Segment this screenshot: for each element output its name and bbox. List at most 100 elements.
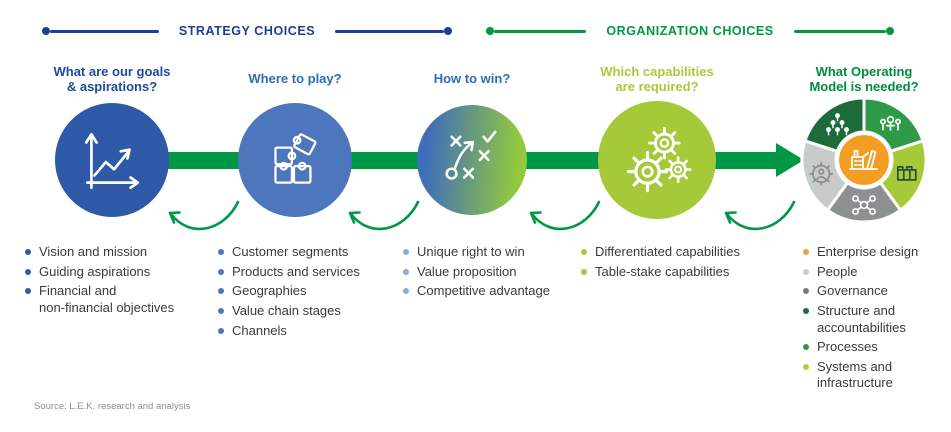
bullet-list-operating-model: Enterprise design People Governance Stru…: [803, 244, 951, 395]
strategy-choices-band: STRATEGY CHOICES: [42, 24, 452, 38]
list-item: Enterprise design: [803, 244, 951, 261]
bullet-dot: [25, 249, 31, 255]
strategy-choices-title: STRATEGY CHOICES: [178, 24, 316, 38]
list-item: Unique right to win: [403, 244, 581, 261]
bullet-dot: [25, 288, 31, 295]
bullet-dot: [218, 307, 224, 314]
stage-question-goals: What are our goals & aspirations?: [53, 63, 171, 94]
bullet-text: Enterprise design: [817, 244, 919, 259]
bullet-dot: [581, 249, 587, 255]
line-chart-icon: [84, 132, 140, 190]
list-item: Geographies: [218, 283, 388, 300]
bullet-text: Geographies: [232, 283, 307, 299]
feedback-loop-arrow: [348, 200, 420, 231]
list-item: Structure and accountabilities: [803, 303, 951, 336]
band-line: [50, 29, 159, 33]
list-item: Guiding aspirations: [25, 264, 201, 281]
stage-question-how-to-win: How to win?: [433, 71, 511, 87]
bullet-text: Processes: [817, 339, 878, 355]
gears-icon: [626, 126, 692, 193]
bullet-text: Systems and infrastructure: [817, 358, 893, 391]
building-icon: [896, 166, 917, 181]
bullet-dot: [218, 288, 224, 295]
stage-circle-where-to-play: [238, 103, 352, 217]
people-icon: [880, 115, 901, 131]
bullet-text: Value proposition: [417, 263, 517, 279]
bullet-dot: [803, 249, 809, 255]
bullet-text: Customer segments: [232, 244, 349, 259]
list-item: Financial and non-financial objectives: [25, 283, 201, 316]
stage-question-where-to-play: Where to play?: [248, 71, 342, 87]
bullet-dot: [403, 268, 409, 275]
list-item: People: [803, 264, 951, 281]
bullet-dot: [403, 288, 409, 295]
bullet-dot: [218, 249, 224, 255]
bullet-dot: [403, 249, 409, 255]
bullet-list-capabilities: Differentiated capabilities Table-stake …: [581, 244, 783, 283]
org-chart-people-icon: [826, 113, 849, 136]
bullet-text: Structure and accountabilities: [817, 302, 906, 335]
band-line: [335, 29, 444, 33]
bullet-dot: [803, 288, 809, 295]
bullet-text: Value chain stages: [232, 302, 341, 318]
band-line: [494, 29, 587, 33]
stage-circle-how-to-win: [417, 105, 527, 215]
stage-question-operating-model: What Operating Model is needed?: [809, 63, 919, 94]
bullet-dot: [803, 363, 809, 370]
operating-model-wheel-icon: [800, 96, 928, 224]
list-item: Products and services: [218, 264, 388, 281]
list-item: Channels: [218, 323, 388, 340]
list-item: Processes: [803, 339, 951, 356]
strategy-playbook-icon: [445, 130, 497, 180]
bullet-text: Unique right to win: [417, 244, 525, 259]
bullet-text: Table-stake capabilities: [595, 263, 730, 279]
organization-choices-title: ORGANIZATION CHOICES: [606, 24, 774, 38]
bullet-dot: [803, 344, 809, 351]
bullet-text: Guiding aspirations: [39, 263, 151, 279]
feedback-loop-arrow: [529, 200, 601, 231]
list-item: Vision and mission: [25, 244, 201, 261]
bullet-dot: [581, 268, 587, 275]
wheel-center: [836, 132, 892, 188]
bullet-text: Products and services: [232, 263, 360, 279]
list-item: Value proposition: [403, 264, 581, 281]
feedback-loop-arrow: [724, 200, 796, 231]
network-icon: [852, 195, 876, 215]
list-item: Customer segments: [218, 244, 388, 261]
stage-question-capabilities: Which capabilities are required?: [600, 63, 714, 94]
band-end-dot: [444, 27, 452, 35]
band-end-dot: [42, 27, 50, 35]
bullet-dot: [218, 327, 224, 334]
bullet-list-goals: Vision and mission Guiding aspirations F…: [25, 244, 201, 320]
feedback-loop-arrow: [168, 200, 240, 231]
wheel-segment-governance: [826, 158, 902, 224]
bullet-dot: [803, 268, 809, 275]
organization-choices-band: ORGANIZATION CHOICES: [486, 24, 894, 38]
bullet-text: Vision and mission: [39, 244, 148, 259]
band-end-dot: [486, 27, 494, 35]
list-item: Governance: [803, 283, 951, 300]
stage-circle-goals: [55, 103, 169, 217]
bullet-list-how-to-win: Unique right to win Value proposition Co…: [403, 244, 581, 303]
band-end-dot: [886, 27, 894, 35]
bullet-dot: [218, 268, 224, 275]
band-line: [793, 29, 886, 33]
source-note: Source: L.E.K. research and analysis: [34, 401, 191, 412]
bullet-text: People: [817, 263, 858, 279]
person-in-gear-icon: [809, 162, 834, 186]
bullet-text: Differentiated capabilities: [595, 244, 741, 259]
bullet-text: Channels: [232, 322, 287, 338]
list-item: Systems and infrastructure: [803, 359, 951, 392]
factory-icon: [849, 150, 878, 170]
list-item: Table-stake capabilities: [581, 264, 783, 281]
bullet-list-where-to-play: Customer segments Products and services …: [218, 244, 388, 342]
list-item: Differentiated capabilities: [581, 244, 783, 261]
puzzle-icon: [274, 133, 317, 184]
list-item: Competitive advantage: [403, 283, 581, 300]
bullet-dot: [803, 307, 809, 314]
bullet-text: Financial and non-financial objectives: [39, 283, 175, 315]
list-item: Value chain stages: [218, 303, 388, 320]
flow-arrowhead: [776, 143, 804, 177]
stage-circle-capabilities: [598, 101, 716, 219]
